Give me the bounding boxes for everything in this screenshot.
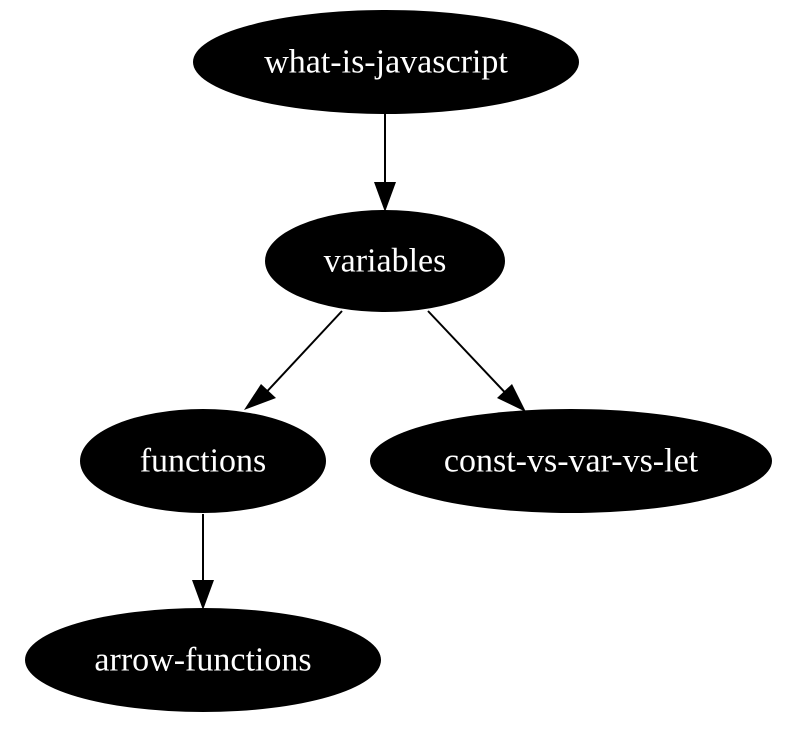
- node-label: what-is-javascript: [264, 44, 508, 81]
- node-const-vs-var-vs-let[interactable]: const-vs-var-vs-let: [370, 409, 772, 513]
- node-what-is-javascript[interactable]: what-is-javascript: [193, 10, 579, 114]
- edge-variables-to-functions: [259, 310, 343, 400]
- node-ellipse: [193, 10, 579, 114]
- node-functions[interactable]: functions: [80, 409, 326, 513]
- node-label: variables: [324, 243, 447, 280]
- edges: [192, 114, 526, 610]
- node-variables[interactable]: variables: [265, 210, 505, 312]
- arrowhead-functions-to-arrow-functions: [192, 580, 214, 610]
- node-label: functions: [140, 443, 267, 480]
- arrowhead-variables-to-functions: [244, 384, 276, 410]
- node-label: arrow-functions: [94, 642, 311, 679]
- node-ellipse: [80, 409, 326, 513]
- node-ellipse: [265, 210, 505, 312]
- node-arrow-functions[interactable]: arrow-functions: [25, 608, 381, 712]
- node-ellipse: [370, 409, 772, 513]
- node-label: const-vs-var-vs-let: [444, 443, 699, 480]
- arrowhead-what-is-javascript-to-variables: [374, 182, 396, 212]
- arrowhead-variables-to-const-vs-var-vs-let: [497, 384, 526, 412]
- node-ellipse: [25, 608, 381, 712]
- edge-variables-to-const-vs-var-vs-let: [427, 310, 514, 402]
